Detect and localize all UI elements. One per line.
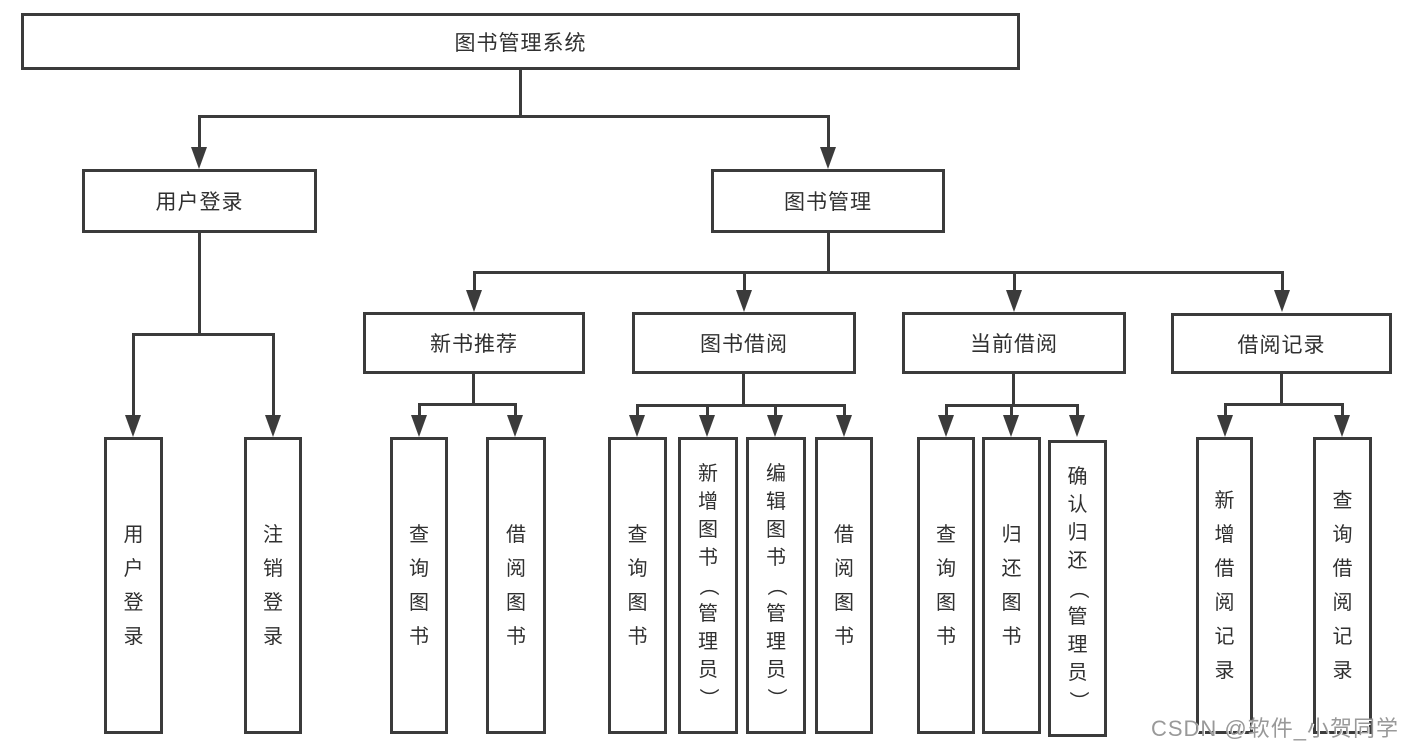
node-book-borrowing-label: 图书借阅 [700,333,788,356]
node-current-borrowing-label: 当前借阅 [970,333,1058,356]
node-book-management-label: 图书管理 [784,191,872,214]
leaf-add-borrow-record-label: 新增借阅记录 [1214,489,1235,682]
connector-records-drop-1 [1224,403,1227,415]
arrowhead-down-icon [1003,415,1019,437]
arrowhead-down-icon [736,290,752,312]
connector-records-bar [1224,403,1343,406]
leaf-confirm-return-admin: 确认归还（管理员） [1048,440,1107,737]
leaf-borrow-books-2-label: 借阅图书 [834,523,854,648]
leaf-query-books-1: 查询图书 [390,437,448,734]
node-borrow-records-label: 借阅记录 [1237,333,1326,357]
arrowhead-down-icon [820,147,836,169]
node-root: 图书管理系统 [21,13,1020,70]
leaf-add-borrow-record: 新增借阅记录 [1196,437,1253,734]
leaf-add-book-admin-label: 新增图书（管理员） [697,462,719,708]
arrowhead-down-icon [1334,415,1350,437]
arrowhead-down-icon [411,415,427,437]
arrowhead-down-icon [125,415,141,437]
leaf-borrow-books-1-label: 借阅图书 [506,523,526,648]
connector-current-drop-2 [1010,404,1013,415]
arrowhead-down-icon [507,415,523,437]
connector-bookmgmt-drop-1 [473,271,476,290]
leaf-borrow-books-1: 借阅图书 [486,437,546,734]
leaf-query-borrow-record: 查询借阅记录 [1313,437,1372,734]
connector-userlogin-drop-2 [272,333,275,415]
connector-borrowing-stem [742,374,745,406]
leaf-logout: 注销登录 [244,437,302,734]
connector-newbook-stem [472,374,475,405]
leaf-user-login-label: 用户登录 [123,523,144,648]
leaf-query-books-2-label: 查询图书 [627,523,648,648]
node-book-management: 图书管理 [711,169,945,233]
connector-borrowing-bar [636,404,845,407]
connector-userlogin-stem [198,233,201,335]
connector-newbook-drop-1 [418,403,421,415]
node-new-book-recommend-label: 新书推荐 [430,333,518,356]
connector-borrowing-drop-2 [706,404,709,415]
leaf-add-book-admin: 新增图书（管理员） [678,437,738,734]
leaf-query-books-3-label: 查询图书 [936,523,956,648]
node-borrow-records: 借阅记录 [1171,313,1392,374]
connector-current-drop-3 [1076,404,1079,415]
connector-bookmgmt-drop-3 [1013,271,1016,290]
leaf-return-book-label: 归还图书 [1001,523,1022,648]
connector-current-stem [1012,374,1015,406]
connector-records-drop-2 [1341,403,1344,415]
leaf-user-login: 用户登录 [104,437,163,734]
connector-records-stem [1280,374,1283,405]
connector-root-drop-right [827,115,830,147]
node-current-borrowing: 当前借阅 [902,312,1126,374]
arrowhead-down-icon [938,415,954,437]
leaf-query-books-2: 查询图书 [608,437,667,734]
node-new-book-recommend: 新书推荐 [363,312,585,374]
leaf-confirm-return-admin-label: 确认归还（管理员） [1066,465,1089,711]
leaf-return-book: 归还图书 [982,437,1041,734]
arrowhead-down-icon [1006,290,1022,312]
node-root-label: 图书管理系统 [454,31,587,55]
connector-borrowing-drop-1 [636,404,639,415]
connector-newbook-drop-2 [514,403,517,415]
connector-newbook-bar [418,403,517,406]
leaf-logout-label: 注销登录 [263,523,283,648]
leaf-edit-book-admin: 编辑图书（管理员） [746,437,806,734]
leaf-edit-book-admin-label: 编辑图书（管理员） [765,462,787,708]
arrowhead-down-icon [1274,290,1290,312]
connector-userlogin-drop-1 [132,333,135,415]
leaf-query-books-1-label: 查询图书 [409,523,429,648]
leaf-query-borrow-record-label: 查询借阅记录 [1332,489,1353,682]
connector-bookmgmt-bar [473,271,1284,274]
arrowhead-down-icon [836,415,852,437]
arrowhead-down-icon [265,415,281,437]
connector-current-drop-1 [945,404,948,415]
connector-borrowing-drop-3 [774,404,777,415]
connector-borrowing-drop-4 [843,404,846,415]
arrowhead-down-icon [466,290,482,312]
leaf-borrow-books-2: 借阅图书 [815,437,873,734]
csdn-watermark: CSDN @软件_小贺同学 [1150,716,1399,741]
connector-bookmgmt-stem [827,233,830,273]
leaf-query-books-3: 查询图书 [917,437,975,734]
arrowhead-down-icon [767,415,783,437]
arrowhead-down-icon [1069,415,1085,437]
arrowhead-down-icon [1217,415,1233,437]
arrowhead-down-icon [629,415,645,437]
arrowhead-down-icon [191,147,207,169]
connector-root-drop-left [198,115,201,147]
node-user-login: 用户登录 [82,169,317,233]
connector-root-bar [198,115,830,118]
connector-root-stem [519,70,522,118]
connector-bookmgmt-drop-2 [743,271,746,290]
connector-bookmgmt-drop-4 [1281,271,1284,290]
connector-userlogin-bar [132,333,275,336]
node-book-borrowing: 图书借阅 [632,312,856,374]
node-user-login-label: 用户登录 [155,191,244,214]
arrowhead-down-icon [699,415,715,437]
